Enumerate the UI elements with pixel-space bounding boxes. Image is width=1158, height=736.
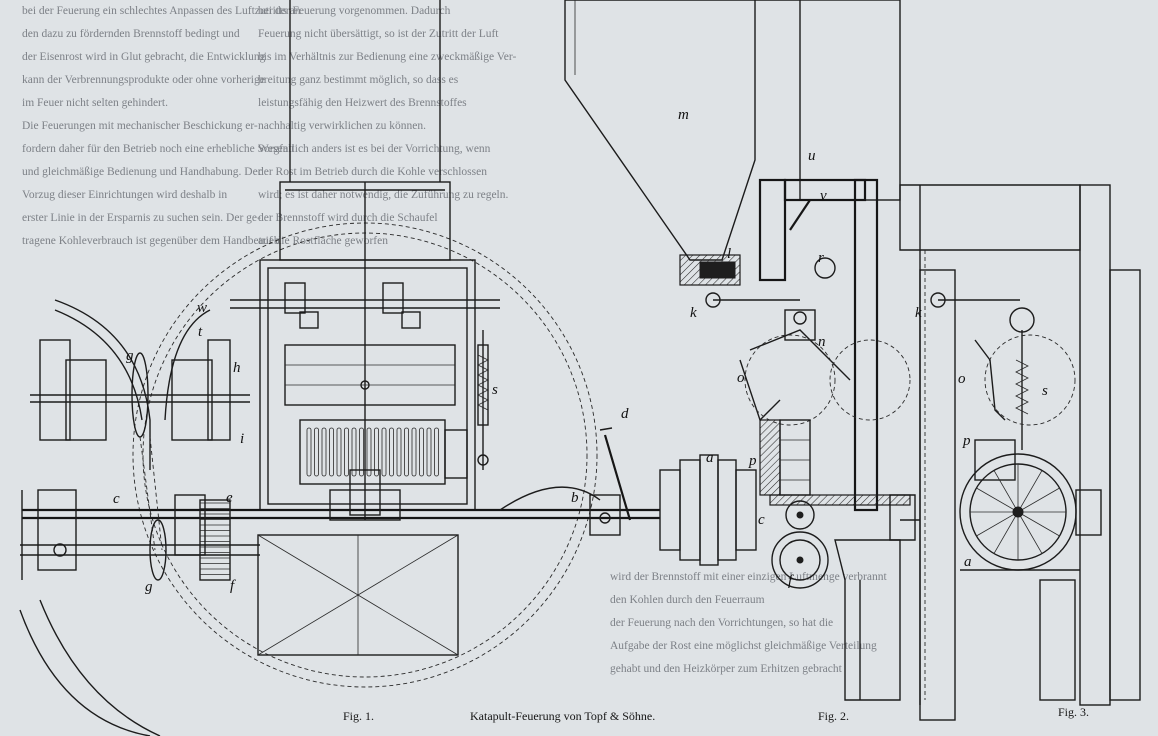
bg-col2-line: der Brennstoff wird durch die Schaufel: [258, 212, 438, 224]
caption-title: Katapult-Feuerung von Topf & Söhne.: [470, 709, 655, 723]
label-w: w: [197, 300, 207, 316]
label-l: l: [727, 246, 731, 262]
label-p-fig3: p: [962, 433, 971, 449]
caption-fig2: Fig. 2.: [818, 709, 849, 723]
label-u: u: [808, 148, 816, 164]
bg-col1-line: Vorzug dieser Einrichtungen wird deshalb…: [22, 189, 227, 201]
caption-fig1: Fig. 1.: [343, 709, 374, 723]
fig1-drawing: [19, 0, 660, 736]
bg-col2-line: Feuerung nicht übersättigt, so ist der Z…: [258, 28, 499, 40]
label-d: d: [621, 406, 629, 422]
bg-col1-line: und gleichmäßige Bedienung und Handhabun…: [22, 166, 262, 178]
bg-col1-line: erster Linie in der Ersparnis zu suchen …: [22, 212, 261, 224]
label-o-fig2: o: [737, 370, 745, 386]
label-k-fig2: k: [690, 305, 697, 321]
label-r: r: [818, 250, 824, 266]
bg-col3-line: Aufgabe der Rost eine möglichst gleichmä…: [610, 640, 877, 652]
bg-col1-line: fordern daher für den Betrieb noch eine …: [22, 143, 295, 155]
label-a-fig2: a: [706, 450, 714, 466]
label-g-2: g: [145, 579, 153, 595]
bg-col2-line: auf die Rostfläche geworfen: [258, 235, 388, 247]
bg-col1-line: Die Feuerungen mit mechanischer Beschick…: [22, 120, 258, 132]
bg-col1-line: der Eisenrost wird in Glut gebracht, die…: [22, 51, 266, 63]
label-i: i: [240, 431, 244, 447]
label-e: e: [226, 490, 233, 506]
fig1-labels: g t w h i s c e g f b: [113, 300, 579, 595]
fig2-drawing: [564, 0, 956, 721]
label-m: m: [678, 107, 689, 123]
label-f-fig2: f: [788, 573, 794, 589]
bg-col2-line: wird; es ist daher notwendig, die Zuführ…: [258, 189, 509, 201]
captions: Fig. 1. Katapult-Feuerung von Topf & Söh…: [343, 705, 1089, 723]
label-c-fig2: c: [758, 512, 765, 528]
label-k-fig3: k: [915, 305, 922, 321]
bg-col1-line: bei der Feuerung ein schlechtes Anpassen…: [22, 5, 301, 17]
caption-fig3: Fig. 3.: [1058, 705, 1089, 719]
label-b: b: [571, 490, 579, 506]
grate-slots: [306, 427, 439, 477]
bg-col1-line: im Feuer nicht selten gehindert.: [22, 97, 168, 109]
bg-col1-line: tragene Kohleverbrauch ist gegenüber dem…: [22, 235, 280, 247]
fig2-labels: m u v l r k n o d a p c f: [621, 107, 827, 589]
label-s-fig3: s: [1042, 383, 1048, 399]
bg-col3-line: den Kohlen durch den Feuerraum: [610, 594, 765, 606]
label-f: f: [230, 578, 236, 594]
wheel-spokes: [970, 464, 1066, 560]
bg-col2-line: Wesentlich anders ist es bei der Vorrich…: [258, 143, 491, 155]
label-o-fig3: o: [958, 371, 966, 387]
bg-col3-line: wird der Brennstoff mit einer einzigen L…: [610, 571, 887, 583]
bg-col1-line: den dazu zu fördernden Brennstoff beding…: [22, 28, 240, 40]
label-v: v: [820, 188, 827, 204]
bg-col2-line: nachhaltig verwirklichen zu können.: [258, 120, 426, 132]
bg-col3-line: gehabt und den Heizkörper zum Erhitzen g…: [610, 663, 843, 675]
bg-col1-line: kann der Verbrennungsprodukte oder ohne …: [22, 74, 265, 86]
label-t: t: [198, 324, 203, 340]
bg-col2-line: der Rost im Betrieb durch die Kohle vers…: [258, 166, 487, 178]
label-n: n: [818, 334, 826, 350]
fig3-drawing: [899, 184, 1141, 706]
label-p-fig2: p: [748, 453, 757, 469]
label-a-fig3: a: [964, 554, 972, 570]
label-h: h: [233, 360, 241, 376]
fig3-labels: k o s p a: [915, 305, 1048, 570]
bg-col2-line: breitung ganz bestimmt möglich, so dass …: [258, 74, 459, 86]
bg-col2-line: leistungsfähig den Heizwert des Brennsto…: [258, 97, 467, 109]
label-s: s: [492, 382, 498, 398]
label-c: c: [113, 491, 120, 507]
bg-col2-line: bis im Verhältnis zur Bedienung eine zwe…: [258, 51, 517, 63]
bg-col2-line: bei der Feuerung vorgenommen. Dadurch: [258, 5, 451, 17]
label-g-1: g: [126, 348, 134, 364]
background-text: bei der Feuerung ein schlechtes Anpassen…: [22, 5, 887, 675]
bg-col3-line: der Feuerung nach den Vorrichtungen, so …: [610, 617, 833, 629]
